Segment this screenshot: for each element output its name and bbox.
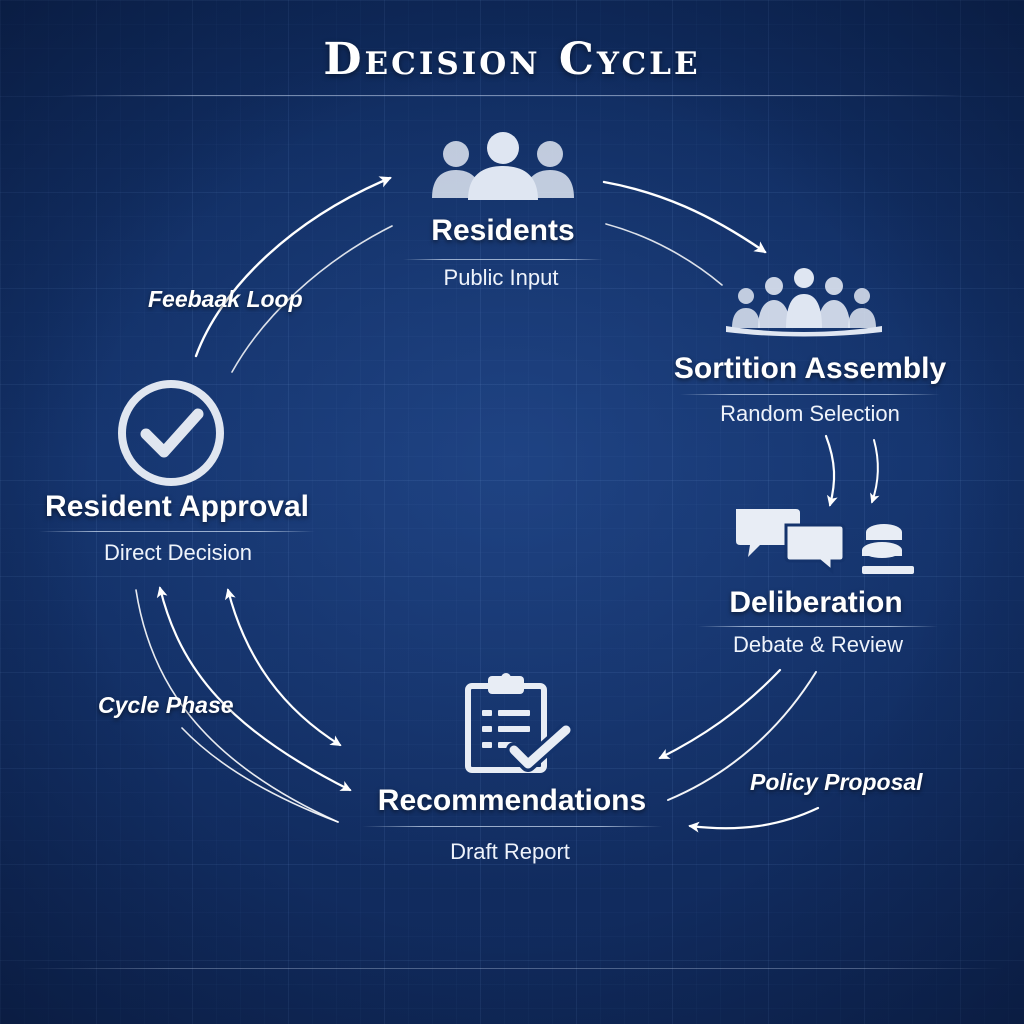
chat-bubbles-icon: [736, 509, 846, 575]
residents-title: Residents: [431, 214, 575, 247]
arrow-residents-to-sortition: [602, 180, 767, 254]
footer-divider: [20, 968, 1004, 969]
approval-divider: [39, 531, 315, 532]
deliberation-title: Deliberation: [729, 586, 903, 619]
sortition-title: Sortition Assembly: [673, 352, 947, 385]
residents-subtitle: Public Input: [443, 265, 559, 290]
check-circle-icon: [118, 380, 224, 486]
arrow-feedback-outer: [194, 176, 392, 358]
sortition-divider: [680, 394, 940, 395]
arrow-approval-recommendations-middle: [156, 586, 352, 792]
policy-proposal-label: Policy Proposal: [750, 769, 923, 795]
recommendations-divider: [362, 826, 662, 827]
approval-title: Resident Approval: [45, 490, 309, 523]
arrow-deliberation-to-recommendations: [658, 668, 782, 760]
cycle-phase-label: Cycle Phase: [98, 692, 234, 718]
coin-stack-icon: [862, 524, 914, 574]
arrow-sortition-to-deliberation: [824, 434, 838, 507]
deliberation-divider: [698, 626, 938, 627]
people-group-icon: [432, 132, 574, 200]
clipboard-check-icon: [465, 673, 574, 773]
arrow-residents-to-sortition-secondary: [605, 223, 723, 286]
deliberation-subtitle: Debate & Review: [733, 632, 903, 657]
arrow-approval-recommendations-outer: [135, 589, 339, 823]
arrow-feedback-inner: [231, 225, 393, 373]
feedback-loop-label: Feebaak Loop: [148, 286, 303, 312]
arrow-deliberation-to-recommendations-secondary: [667, 671, 817, 801]
recommendations-subtitle: Draft Report: [450, 839, 570, 864]
arrow-policy-proposal: [688, 806, 820, 833]
approval-subtitle: Direct Decision: [104, 540, 252, 565]
arrow-approval-recommendations-lower: [181, 727, 339, 823]
residents-divider: [403, 259, 603, 260]
page-title: Decision Cycle: [323, 34, 701, 85]
assembly-icon: [726, 268, 882, 337]
title-divider: [60, 95, 964, 96]
arrow-approval-recommendations-inner: [224, 588, 342, 747]
recommendations-title: Recommendations: [377, 784, 647, 817]
sortition-subtitle: Random Selection: [720, 401, 900, 426]
arrow-sortition-to-deliberation-secondary: [870, 439, 880, 504]
